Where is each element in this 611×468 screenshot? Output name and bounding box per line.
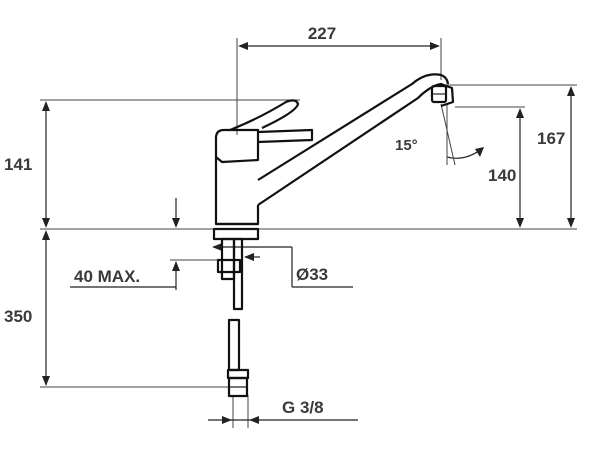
- hose-length-label: 350: [4, 307, 32, 326]
- angle-label: 15°: [395, 137, 418, 154]
- total-height-label: 167: [537, 129, 565, 148]
- body-height-label: 141: [4, 155, 32, 174]
- max-thickness-label: 40 MAX.: [74, 267, 140, 286]
- dimension-lines: [42, 42, 575, 428]
- reference-lines: [40, 38, 577, 388]
- spout-clearance-label: 140: [488, 166, 516, 185]
- hole-diameter-label: Ø33: [296, 265, 328, 284]
- spout-reach-label: 227: [308, 24, 336, 43]
- connection-thread-label: G 3/8: [282, 398, 324, 417]
- mounting-assembly: [212, 227, 260, 398]
- dimension-labels: 227 167 140 141 350 15° 40 MAX. Ø33 G 3/…: [4, 24, 565, 417]
- faucet-body: [214, 73, 455, 226]
